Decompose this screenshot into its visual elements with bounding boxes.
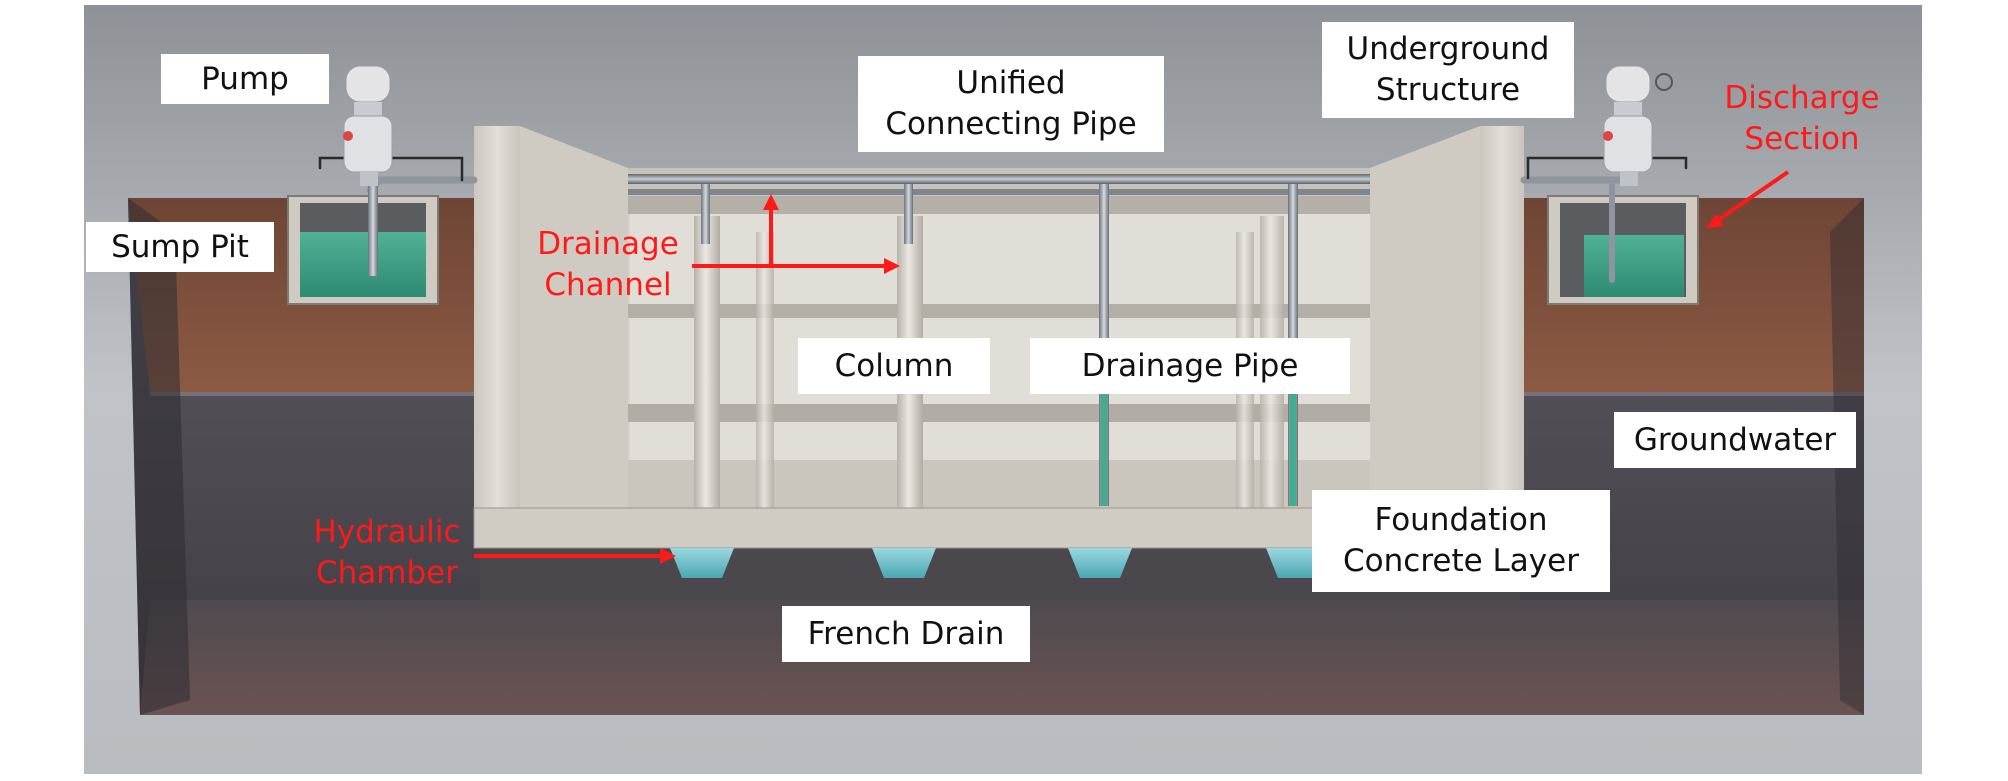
hydraulic-chamber-annotation: Hydraulic Chamber [313,514,461,591]
drainage-pipe-label: Drainage Pipe [1030,338,1350,394]
sump-pit-right [1547,195,1699,305]
structure-wall-left [474,126,520,530]
sump-pit-left [287,195,439,305]
french-drains [670,548,1330,578]
french-drain-label: French Drain [782,606,1030,662]
groundwater-label: Groundwater [1614,412,1856,468]
drainage-channel-annotation: Drainage Channel [537,226,679,303]
foundation-concrete-layer-label: Foundation Concrete Layer [1312,490,1610,592]
column-label: Column [798,338,990,394]
pump-right [1603,65,1673,186]
pump-left [343,65,393,276]
pump-label: Pump [161,54,329,104]
annotation-arrows [474,170,1790,564]
unified-connecting-pipe [520,174,1485,184]
structure-wall-right [1480,126,1524,530]
discharge-section-annotation: Discharge Section [1724,80,1880,157]
unified-connecting-pipe-label: Unified Connecting Pipe [858,56,1164,152]
sump-pit-label: Sump Pit [86,222,274,272]
underground-structure-label: Underground Structure [1322,22,1574,118]
